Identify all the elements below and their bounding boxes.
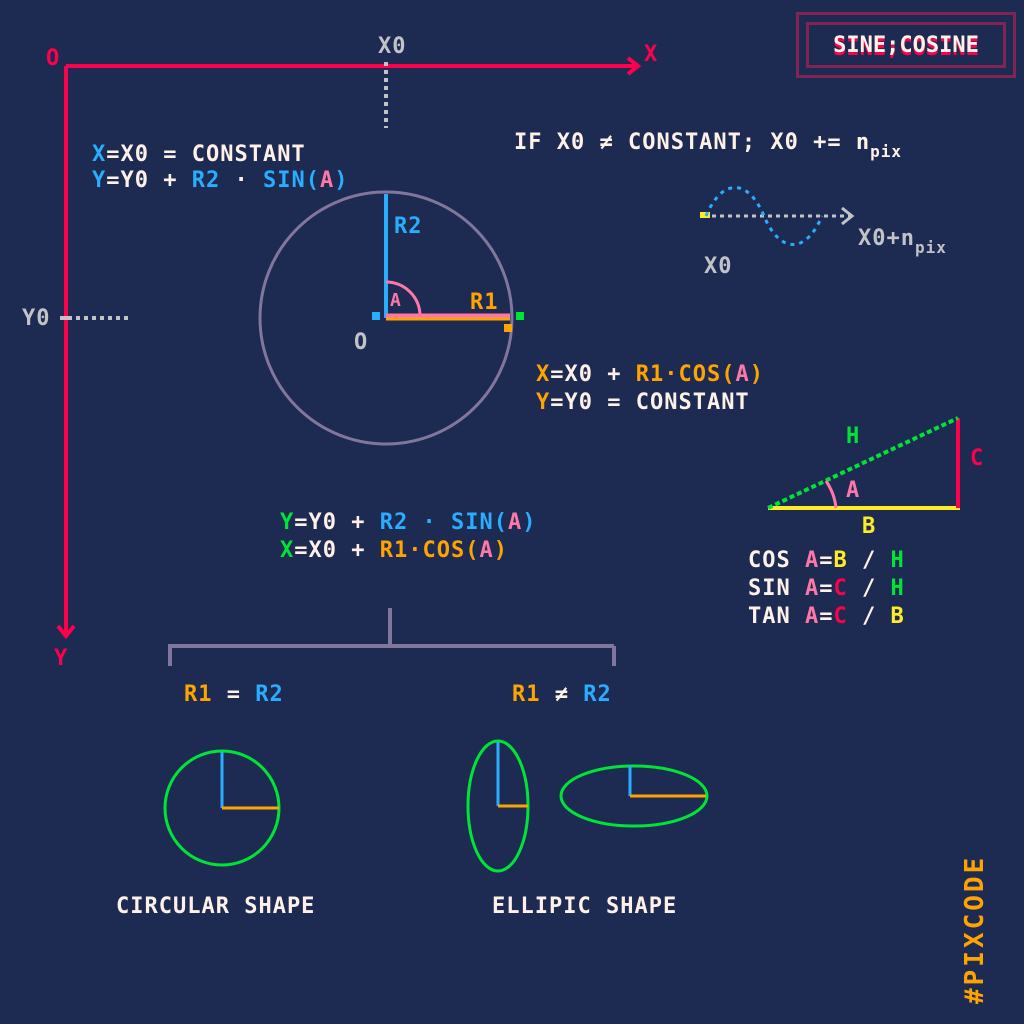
r2-label: R2 xyxy=(394,214,423,239)
eq-vertical-x: X=X0 = CONSTANT xyxy=(92,142,306,167)
wave-condition: IF X0 ≠ CONSTANT; X0 += npix xyxy=(514,130,903,161)
wide-ellipse xyxy=(559,764,709,828)
formula-sin: SIN A=C / H xyxy=(748,576,905,601)
angle-arc xyxy=(385,280,422,317)
triangle-c-label: C xyxy=(970,446,985,471)
center-point xyxy=(372,312,380,320)
triangle-angle-arc xyxy=(824,480,838,509)
formula-tan: TAN A=C / B xyxy=(748,604,905,629)
center-label: O xyxy=(354,330,369,355)
title-text: SINE;COSINE xyxy=(806,22,1006,68)
eq-vertical-y: Y=Y0 + R2 · SIN(A) xyxy=(92,168,349,193)
circular-condition: R1 = R2 xyxy=(184,682,284,707)
triangle-h-label: H xyxy=(846,424,861,449)
unit-circle xyxy=(258,190,514,446)
eq-horizontal-y: Y=Y0 = CONSTANT xyxy=(536,390,750,415)
hashtag-label: #PIXCODE xyxy=(960,854,990,1004)
triangle-b-label: B xyxy=(862,514,877,539)
eq-combined-x: X=X0 + R1·COS(A) xyxy=(280,538,508,563)
circle-point-orange xyxy=(504,324,512,332)
triangle-side-h xyxy=(767,416,959,510)
title-badge: SINE;COSINE xyxy=(796,12,1016,78)
origin-label: O xyxy=(46,46,61,71)
triangle-a-label: A xyxy=(846,478,861,503)
sine-wave xyxy=(704,186,824,246)
formula-cos: COS A=B / H xyxy=(748,548,905,573)
y-axis-label: Y xyxy=(54,646,69,671)
wave-arrow-icon xyxy=(841,206,855,226)
x-axis-arrow-icon xyxy=(626,56,642,76)
wave-end-label: X0+npix xyxy=(858,226,947,257)
eq-combined-y: Y=Y0 + R2 · SIN(A) xyxy=(280,510,537,535)
wave-start-label: X0 xyxy=(704,254,733,279)
r1-label: R1 xyxy=(470,290,499,315)
y-axis-arrow-icon xyxy=(56,624,76,640)
x0-label: X0 xyxy=(378,34,407,59)
x-axis-label: X xyxy=(644,42,659,67)
circular-shape-label: CIRCULAR SHAPE xyxy=(116,894,316,919)
elliptic-condition: R1 ≠ R2 xyxy=(512,682,612,707)
eq-horizontal-x: X=X0 + R1·COS(A) xyxy=(536,362,764,387)
y0-label: Y0 xyxy=(22,306,51,331)
angle-label: A xyxy=(390,290,402,311)
circle-point-green xyxy=(516,312,524,320)
elliptic-shape-label: ELLIPIC SHAPE xyxy=(492,894,678,919)
